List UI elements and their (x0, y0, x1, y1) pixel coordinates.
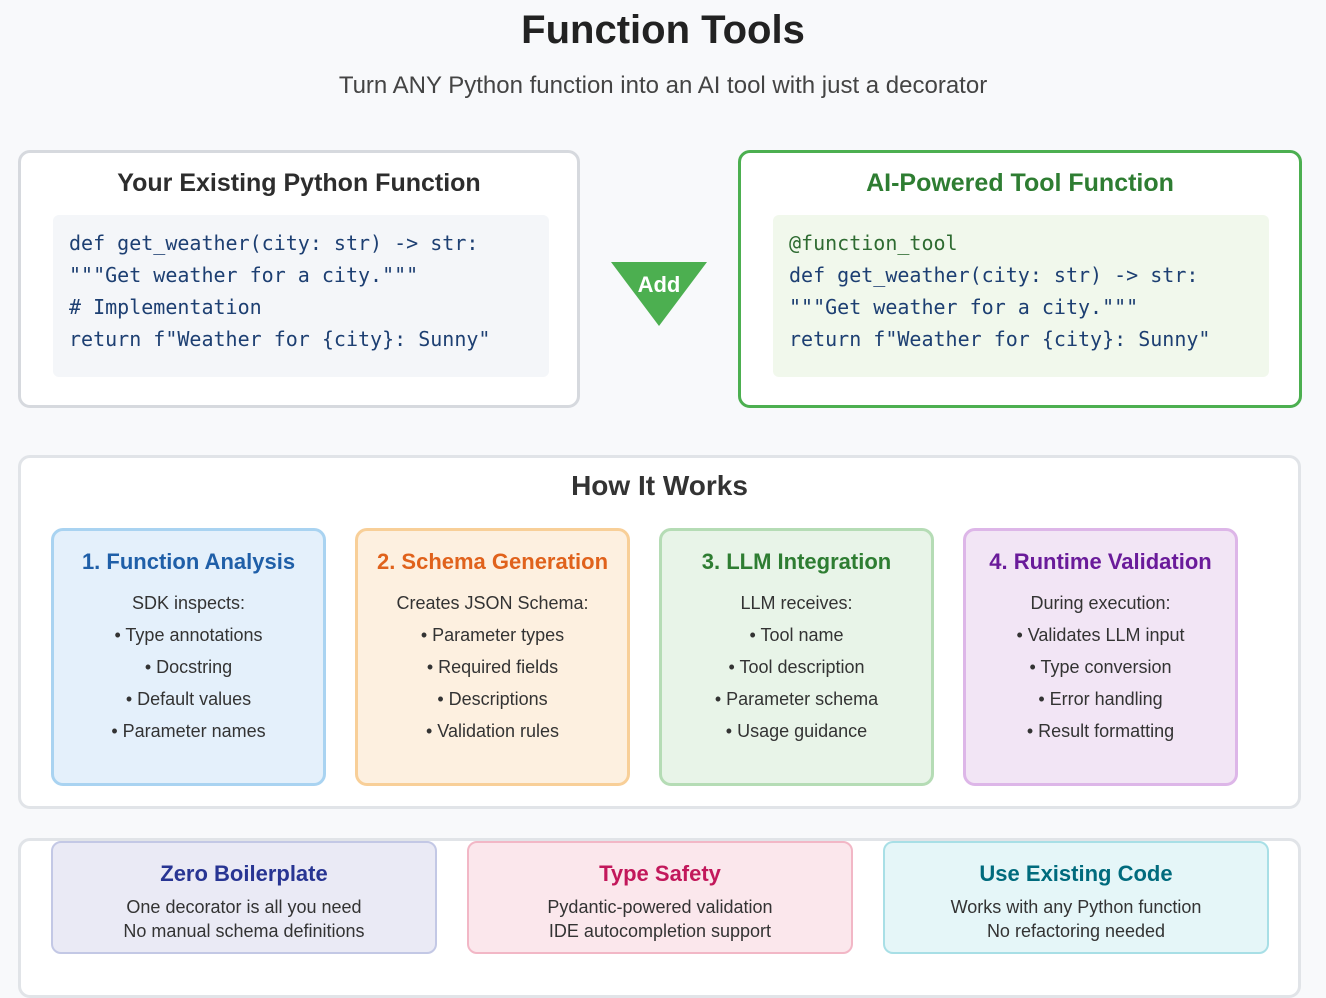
step-line: LLM receives: (740, 593, 853, 613)
step-line: • Tool name (749, 625, 844, 645)
step-schema-generation: 2. Schema Generation Creates JSON Schema… (355, 528, 630, 786)
step-title: 3. LLM Integration (701, 549, 892, 574)
page-subtitle: Turn ANY Python function into an AI tool… (338, 72, 988, 99)
step-llm-integration: 3. LLM Integration LLM receives: • Tool … (659, 528, 934, 786)
how-it-works-title: How It Works (571, 470, 748, 501)
tool-function-panel: AI-Powered Tool Function @function_tool … (738, 150, 1302, 408)
step-line: • Validates LLM input (1016, 625, 1185, 645)
add-arrow-label: Add (637, 272, 681, 297)
code-line: """Get weather for a city.""" (789, 295, 1139, 319)
code-line: """Get weather for a city.""" (69, 263, 419, 287)
code-line-decorator: @function_tool (789, 231, 958, 255)
step-line: • Docstring (144, 657, 233, 677)
benefit-title: Use Existing Code (979, 861, 1173, 886)
benefit-line: One decorator is all you need (126, 897, 362, 917)
benefit-use-existing-code: Use Existing Code Works with any Python … (883, 841, 1269, 954)
benefit-line: IDE autocompletion support (548, 921, 772, 941)
benefit-zero-boilerplate: Zero Boilerplate One decorator is all yo… (51, 841, 437, 954)
code-line: def get_weather(city: str) -> str: (789, 263, 1199, 287)
benefit-line: No manual schema definitions (123, 921, 365, 941)
step-line: • Type annotations (114, 625, 263, 645)
step-line: • Parameter schema (714, 689, 879, 709)
benefits-panel: Zero Boilerplate One decorator is all yo… (18, 838, 1301, 998)
benefit-title: Type Safety (599, 861, 721, 886)
arrow-triangle (611, 262, 707, 326)
tool-code-block: @function_tool def get_weather(city: str… (773, 215, 1269, 377)
step-line: • Tool description (728, 657, 865, 677)
code-line: def get_weather(city: str) -> str: (69, 231, 479, 255)
code-line: return f"Weather for {city}: Sunny" (789, 327, 1211, 351)
step-line: • Default values (125, 689, 252, 709)
step-line: • Required fields (426, 657, 559, 677)
existing-code-block: def get_weather(city: str) -> str: """Ge… (53, 215, 549, 377)
benefit-type-safety: Type Safety Pydantic-powered validation … (467, 841, 853, 954)
page-title: Function Tools (521, 8, 805, 52)
step-title: 4. Runtime Validation (989, 549, 1212, 574)
step-line: • Validation rules (425, 721, 560, 741)
code-line: return f"Weather for {city}: Sunny" (69, 327, 491, 351)
how-it-works-panel: How It Works 1. Function Analysis SDK in… (18, 455, 1301, 809)
step-line: • Result formatting (1026, 721, 1175, 741)
step-title: 2. Schema Generation (376, 549, 609, 574)
benefit-title: Zero Boilerplate (160, 861, 328, 886)
existing-function-title: Your Existing Python Function (117, 169, 481, 197)
step-line: • Descriptions (437, 689, 548, 709)
step-line: SDK inspects: (131, 593, 246, 613)
step-title: 1. Function Analysis (81, 549, 296, 574)
benefit-line: No refactoring needed (986, 921, 1166, 941)
step-line: • Parameter names (111, 721, 266, 741)
benefit-line: Works with any Python function (950, 897, 1202, 917)
step-runtime-validation: 4. Runtime Validation During execution: … (963, 528, 1238, 786)
add-arrow-icon (611, 262, 707, 326)
step-line: • Error handling (1038, 689, 1163, 709)
step-line: • Usage guidance (725, 721, 868, 741)
step-line: • Type conversion (1029, 657, 1172, 677)
benefit-line: Pydantic-powered validation (547, 897, 773, 917)
tool-function-title: AI-Powered Tool Function (866, 169, 1174, 197)
step-line: During execution: (1030, 593, 1171, 613)
step-function-analysis: 1. Function Analysis SDK inspects: • Typ… (51, 528, 326, 786)
step-line: • Parameter types (420, 625, 565, 645)
step-line: Creates JSON Schema: (396, 593, 589, 613)
code-line: # Implementation (69, 295, 262, 319)
existing-function-panel: Your Existing Python Function def get_we… (18, 150, 580, 408)
